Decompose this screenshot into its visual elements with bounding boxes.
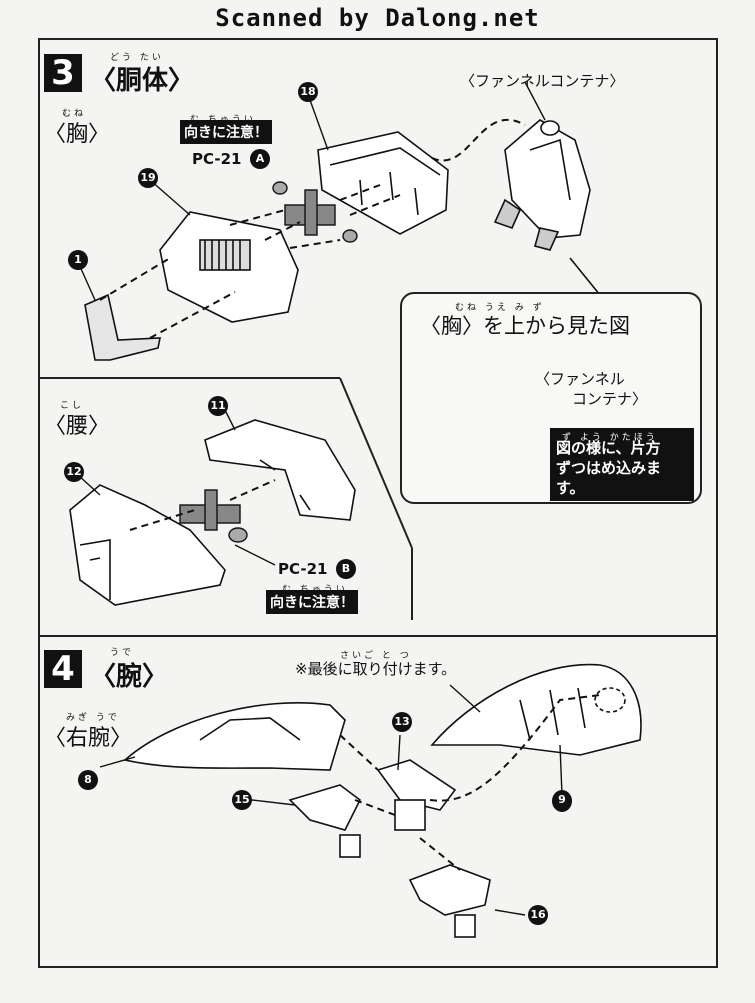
assembly-guides-waist <box>129 479 276 531</box>
part-number-13: 13 <box>392 712 412 732</box>
assembly-guides-arm <box>339 694 601 871</box>
callout-instruction-line-1: 図の様に、片方 <box>556 439 661 457</box>
part-1-bracket <box>84 293 161 361</box>
right-arm-label-ruby: みぎ うで <box>66 713 120 723</box>
warning-a-badge: 向きに注意！ <box>180 120 272 144</box>
chest-part-18 <box>317 131 449 235</box>
polycap-b <box>179 489 248 543</box>
pc-a-mark: A <box>250 149 270 169</box>
arm-note-ruby: さいご と つ <box>340 651 412 661</box>
callout-instruction-line-2: ずつはめ込みます。 <box>556 459 662 497</box>
waist-label: 〈腰〉 <box>44 414 111 439</box>
callout-title: 〈胸〉を上から見た図 <box>420 314 630 338</box>
step-4-title-ruby: うで <box>110 648 135 658</box>
chest-label-ruby: むね <box>62 109 87 119</box>
pc-b-leader <box>234 544 276 566</box>
part-number-11: 11 <box>208 396 228 416</box>
chest-part-19 <box>159 211 299 323</box>
pc-b-mark: B <box>336 559 356 579</box>
funnel-container-label: 〈ファンネルコンテナ〉 <box>460 72 625 90</box>
callout-funnel-label-1: 〈ファンネル <box>535 370 625 388</box>
funnel-container <box>493 119 591 251</box>
part-number-9: 9 <box>552 790 572 812</box>
part-number-18: 18 <box>298 82 318 102</box>
waist-label-ruby: こし <box>60 401 85 411</box>
step-4-title: 〈腕〉 <box>90 662 169 692</box>
part-number-8: 8 <box>78 770 98 790</box>
pc-a-label: PC-21 <box>192 150 242 168</box>
assembly-guides-chest <box>99 118 526 339</box>
callout-funnel-label-2: コンテナ〉 <box>572 390 648 408</box>
part-number-19: 19 <box>138 168 158 188</box>
arm-part-16 <box>408 864 491 938</box>
part-number-15: 15 <box>232 790 252 810</box>
pc-b-label: PC-21 <box>278 560 328 578</box>
step-3-badge: 3 <box>44 54 82 92</box>
part-number-1: 1 <box>68 250 88 270</box>
warning-b-badge: 向きに注意！ <box>266 590 358 614</box>
chest-label: 〈胸〉 <box>44 122 111 147</box>
callout-title-ruby: むね うえ み ず <box>455 303 545 313</box>
waist-divider-diagonal <box>339 377 413 549</box>
arm-note: ※最後に取り付けます。 <box>295 660 457 678</box>
step-4-badge: 4 <box>44 650 82 688</box>
arm-part-15 <box>288 784 362 858</box>
arm-part-9 <box>430 663 642 756</box>
step-3-title: 〈胴体〉 <box>90 66 195 96</box>
page-frame <box>38 38 718 968</box>
right-arm-label: 〈右腕〉 <box>44 726 133 751</box>
leader-lines <box>77 81 563 916</box>
waist-part-12 <box>69 484 226 606</box>
polycap-a <box>272 181 358 243</box>
callout-pointer <box>569 257 601 296</box>
part-number-12: 12 <box>64 462 84 482</box>
arm-part-13 <box>376 759 457 831</box>
step-3-title-ruby: どう たい <box>110 53 164 63</box>
scan-credit: Scanned by Dalong.net <box>215 4 540 32</box>
callout-instruction-ruby: ず よう かたほう <box>562 433 658 443</box>
part-number-16: 16 <box>528 905 548 925</box>
callout-instruction: 図の様に、片方 ずつはめ込みます。 <box>550 428 694 501</box>
arm-part-8 <box>123 702 346 771</box>
waist-part-11 <box>204 419 356 521</box>
